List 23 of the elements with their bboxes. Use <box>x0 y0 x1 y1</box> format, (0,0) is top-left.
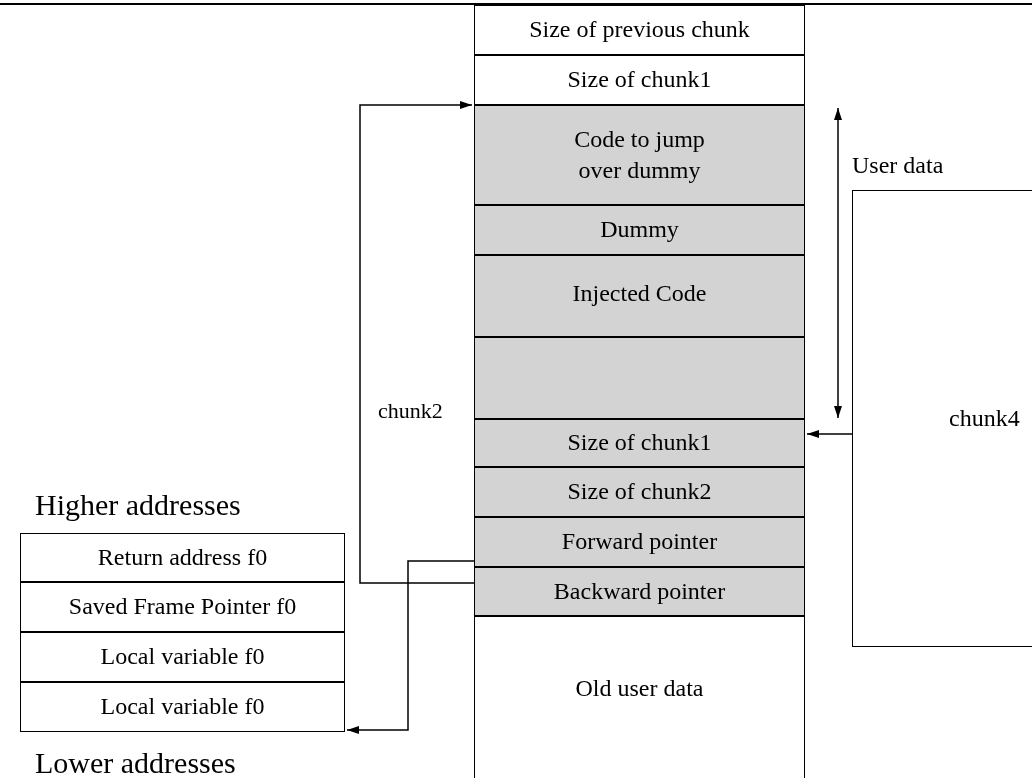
memory-cell: Size of chunk1 <box>474 55 805 105</box>
address-label: Lower addresses <box>35 746 236 778</box>
dimension-label: User data <box>852 152 944 179</box>
memory-cell <box>474 337 805 419</box>
memory-cell: Code to jump over dummy <box>474 105 805 205</box>
memory-cell: Size of chunk1 <box>474 419 805 467</box>
stack-cell: Local variable f0 <box>20 682 345 732</box>
memory-cell: Old user data <box>474 616 805 778</box>
memory-cell: Injected Code <box>474 255 805 337</box>
address-label: Higher addresses <box>35 488 241 522</box>
memory-cell: Dummy <box>474 205 805 255</box>
arrow <box>346 560 475 734</box>
stack-cell: Local variable f0 <box>20 632 345 682</box>
memory-cell: Size of previous chunk <box>474 5 805 55</box>
chunk-box: chunk4 <box>852 190 1032 647</box>
memory-cell: Size of chunk2 <box>474 467 805 517</box>
stack-cell: Saved Frame Pointer f0 <box>20 582 345 632</box>
arrow <box>359 101 475 584</box>
chunk-label: chunk2 <box>378 398 443 424</box>
arrow <box>806 430 853 438</box>
memory-cell: Forward pointer <box>474 517 805 567</box>
memory-cell: Backward pointer <box>474 567 805 616</box>
stack-cell: Return address f0 <box>20 533 345 582</box>
